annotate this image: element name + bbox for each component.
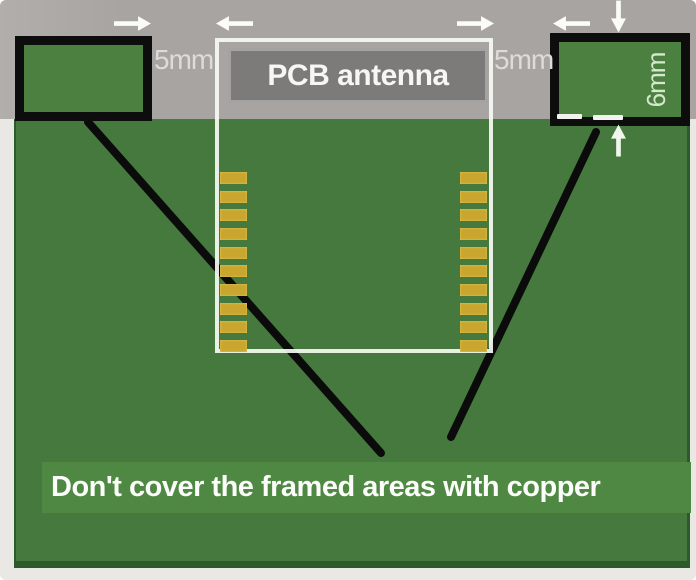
note-text: Don't cover the framed areas with copper [51, 471, 601, 503]
gold-pad [460, 209, 487, 222]
gold-pad [220, 321, 247, 334]
gap-label-right: 5mm [494, 44, 554, 75]
gold-pad [460, 227, 487, 240]
arrow-down-icon [611, 0, 626, 33]
antenna-label: PCB antenna [267, 58, 449, 92]
gold-pad [220, 339, 247, 352]
arrow-up-icon [611, 124, 626, 157]
gold-pad [220, 209, 247, 222]
pad-column-right [460, 172, 487, 352]
gap-label-left: 5mm [154, 44, 214, 75]
gold-pad [220, 190, 247, 203]
keepout-height-label: 6mm [641, 52, 672, 107]
pad-column-left [220, 172, 247, 352]
note-band: Don't cover the framed areas with copper [42, 462, 691, 513]
gold-pad [220, 283, 247, 296]
arrow-right-icon [114, 16, 151, 31]
gold-pad [460, 265, 487, 278]
gold-pad [460, 190, 487, 203]
gold-pad [220, 265, 247, 278]
gold-pad [220, 302, 247, 315]
gold-pad [460, 339, 487, 352]
antenna-label-box: PCB antenna [228, 48, 488, 103]
keepout-box-right: 6mm [550, 33, 690, 126]
gold-pad [460, 283, 487, 296]
arrow-left-icon [553, 16, 590, 31]
dimension-tick-right [593, 115, 623, 120]
gold-pad [460, 321, 487, 334]
antenna-outline [215, 38, 493, 353]
gold-pad [220, 246, 247, 259]
dimension-tick-left [557, 114, 582, 119]
gold-pad [220, 227, 247, 240]
gold-pad [460, 246, 487, 259]
keepout-box-left [15, 36, 152, 121]
gold-pad [220, 172, 247, 184]
arrow-left-icon [216, 16, 253, 31]
gold-pad [460, 172, 487, 184]
arrow-right-icon [457, 16, 494, 31]
gold-pad [460, 302, 487, 315]
